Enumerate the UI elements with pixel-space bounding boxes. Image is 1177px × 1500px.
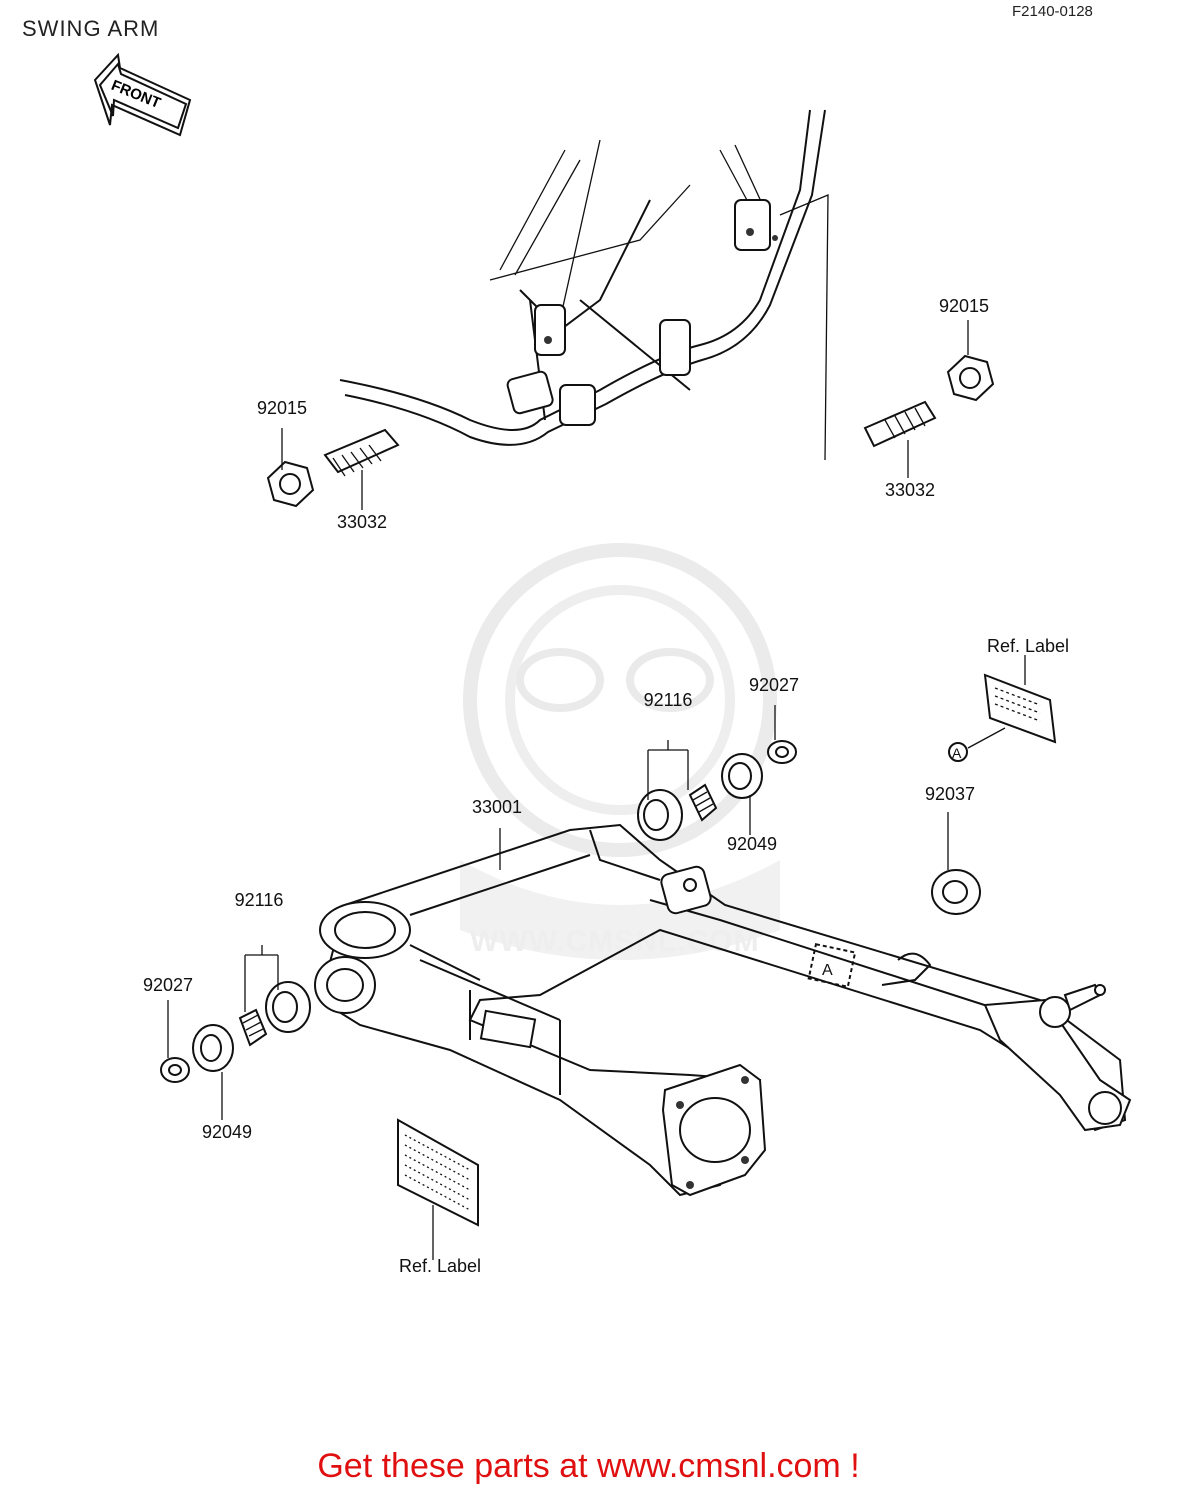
footer-cta-link[interactable]: Get these parts at www.cmsnl.com !	[317, 1447, 860, 1485]
svg-text:A: A	[822, 962, 833, 979]
part-33001[interactable]: 33001	[471, 797, 523, 817]
part-92015-left[interactable]: 92015	[256, 398, 308, 418]
frame-section	[339, 109, 829, 461]
part-33032-left[interactable]: 33032	[336, 512, 388, 532]
cmsnl-watermark-logo	[460, 543, 780, 960]
part-92116-top[interactable]: 92116	[643, 690, 693, 710]
part-92027-left[interactable]: 92027	[142, 975, 194, 995]
pivot-bolt-right	[863, 354, 995, 448]
part-92027-top[interactable]: 92027	[748, 675, 800, 695]
figure-code: F2140-0128	[1012, 3, 1093, 20]
svg-text:A: A	[952, 745, 962, 761]
part-92116-left[interactable]: 92116	[234, 890, 284, 910]
ref-label-top[interactable]: Ref. Label	[986, 636, 1070, 656]
pivot-parts-right	[637, 740, 981, 915]
part-92049-top[interactable]: 92049	[726, 834, 778, 854]
ref-label-bottom-graphic	[397, 1118, 479, 1260]
ref-label-top-graphic: A	[948, 655, 1057, 762]
front-arrow-icon	[93, 52, 192, 137]
pivot-bolt-left	[266, 428, 400, 508]
swing-arm-body: A	[314, 823, 1132, 1197]
part-92049-left[interactable]: 92049	[201, 1122, 253, 1142]
part-33032-right[interactable]: 33032	[884, 480, 936, 500]
watermark-text: WWW.CMSNL.COM	[470, 925, 760, 958]
part-92015-right[interactable]: 92015	[938, 296, 990, 316]
pivot-parts-left	[160, 981, 311, 1083]
part-92037[interactable]: 92037	[924, 784, 976, 804]
ref-label-bottom[interactable]: Ref. Label	[398, 1256, 482, 1276]
page-title: SWING ARM	[22, 16, 160, 41]
